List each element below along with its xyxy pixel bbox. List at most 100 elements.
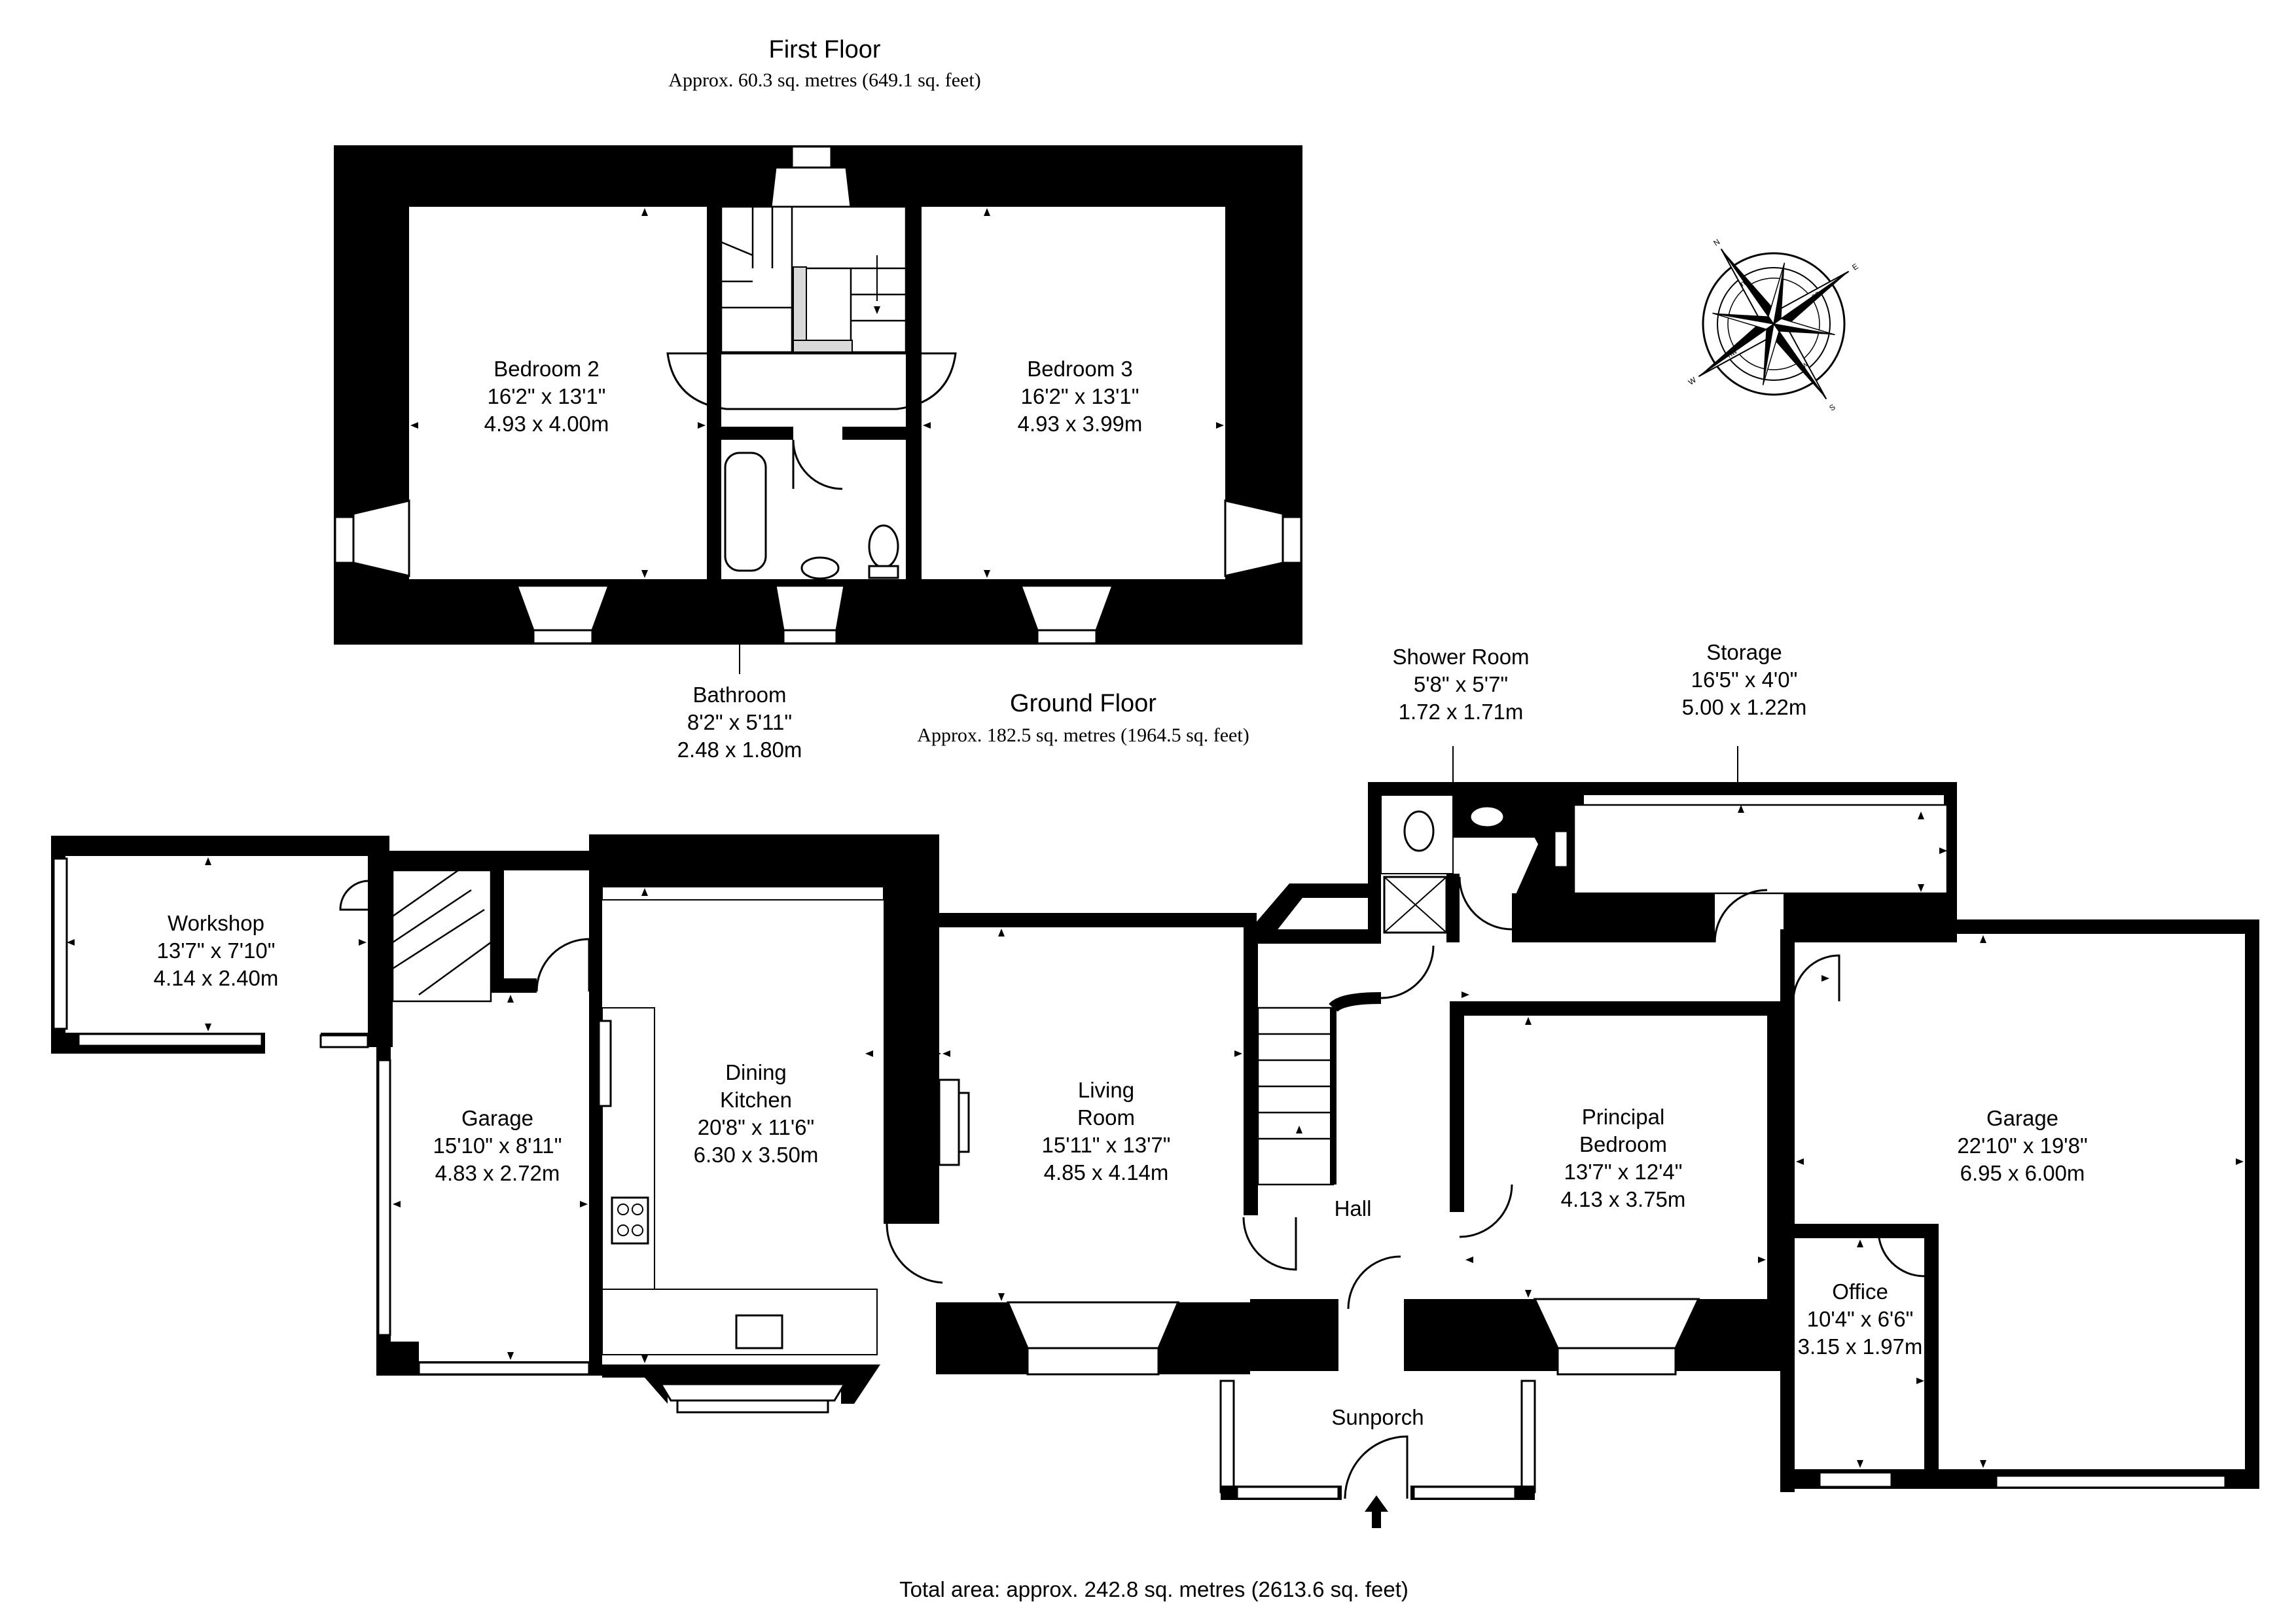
svg-text:1.72 x 1.71m: 1.72 x 1.71m <box>1399 700 1524 724</box>
svg-text:22'10" x 19'8": 22'10" x 19'8" <box>1957 1133 2087 1158</box>
storage-chimney <box>1512 795 1584 903</box>
office-right-wall <box>1924 1224 1939 1486</box>
room-label-hall: Hall <box>1335 1196 1372 1221</box>
svg-text:5.00 x 1.22m: 5.00 x 1.22m <box>1682 695 1807 719</box>
svg-text:3.15 x 1.97m: 3.15 x 1.97m <box>1798 1334 1923 1359</box>
bathroom-door-swing <box>792 439 843 490</box>
svg-text:8'2" x 5'11": 8'2" x 5'11" <box>687 710 792 734</box>
hall-door-swing <box>1380 945 1435 999</box>
office-top-wall <box>1795 1224 1935 1238</box>
entrance-arrow-icon <box>1365 1495 1388 1512</box>
svg-text:15'11" x 13'7": 15'11" x 13'7" <box>1042 1133 1171 1157</box>
stair-tread <box>392 869 459 918</box>
office-door-swing <box>1877 1230 1925 1277</box>
hall-upper-wall <box>1250 883 1381 944</box>
room-label-garage-west: Garage 15'10" x 8'11" 4.83 x 2.72m <box>433 1106 562 1185</box>
principal-bedroom-left-wall <box>1450 1016 1464 1212</box>
storage-front-wall-right <box>1784 893 1957 942</box>
svg-text:Bathroom: Bathroom <box>692 683 786 707</box>
stair-balustrade <box>793 266 807 353</box>
garage-west-stairs <box>391 869 492 1003</box>
svg-text:6.30 x 3.50m: 6.30 x 3.50m <box>694 1143 819 1167</box>
dim-arrow <box>984 570 990 578</box>
stair-tread <box>392 889 472 944</box>
svg-text:2.48 x 1.80m: 2.48 x 1.80m <box>677 738 802 762</box>
svg-text:20'8" x 11'6": 20'8" x 11'6" <box>698 1115 815 1139</box>
shower-room-partition <box>1446 874 1460 942</box>
room-label-bathroom: Bathroom 8'2" x 5'11" 2.48 x 1.80m <box>677 683 802 762</box>
ground-dimension-arrows <box>67 805 2244 1468</box>
dim-arrow <box>984 208 990 216</box>
kitchen-bay-wall <box>655 1364 851 1384</box>
dim-arrow <box>410 422 418 429</box>
svg-text:4.93 x 4.00m: 4.93 x 4.00m <box>484 412 609 436</box>
hall-front-wall-right <box>1404 1299 1450 1371</box>
kitchen-bay-window <box>659 1383 846 1402</box>
svg-text:6.95 x 6.00m: 6.95 x 6.00m <box>1960 1161 2085 1185</box>
workshop-door-swing <box>339 880 368 911</box>
landing <box>666 352 957 410</box>
svg-text:Hall: Hall <box>1335 1196 1372 1221</box>
kitchen-door-swing <box>886 1223 943 1284</box>
principal-bedroom-window-splay <box>1533 1298 1700 1349</box>
sunporch-left-window <box>1219 1380 1235 1493</box>
svg-text:Bedroom 2: Bedroom 2 <box>493 357 599 381</box>
dim-arrow <box>641 208 648 216</box>
svg-text:Office: Office <box>1832 1279 1888 1304</box>
principal-bedroom-top-wall <box>1450 1001 1780 1016</box>
principal-bedroom-window <box>1556 1347 1677 1376</box>
svg-text:Principal: Principal <box>1582 1105 1665 1129</box>
svg-text:Storage: Storage <box>1706 640 1782 664</box>
bedroom-2-front-window <box>515 584 611 632</box>
svg-text:16'5" x 4'0": 16'5" x 4'0" <box>1691 668 1798 692</box>
hall-front-wall-left <box>1250 1299 1338 1371</box>
hall-top-wall <box>1250 929 1381 944</box>
sink-icon <box>735 1314 783 1349</box>
stair-tread <box>418 941 492 996</box>
room-label-workshop: Workshop 13'7" x 7'10" 4.14 x 2.40m <box>154 911 279 990</box>
bathroom-window-sill <box>782 629 838 645</box>
first-floor-area: Approx. 60.3 sq. metres (649.1 sq. feet) <box>668 69 980 91</box>
sunporch-door-opening <box>1342 1486 1410 1500</box>
svg-text:13'7" x 12'4": 13'7" x 12'4" <box>1564 1160 1683 1184</box>
bathroom-door-opening <box>793 425 842 441</box>
bathroom-window <box>774 584 846 632</box>
storage-vent <box>1553 830 1569 868</box>
storage-front-wall-left <box>1512 893 1715 942</box>
dim-arrow <box>923 422 931 429</box>
room-label-sunporch: Sunporch <box>1331 1405 1424 1429</box>
toilet-icon <box>868 524 899 569</box>
bedroom-2-window-frame <box>334 516 355 564</box>
sunporch-door-swing <box>1344 1435 1408 1499</box>
first-floor-plan: Bedroom 2 16'2" x 13'1" 4.93 x 4.00m Bed… <box>334 145 1302 762</box>
workshop-door-window <box>319 1034 369 1048</box>
garage-east-side-door <box>1792 954 1840 1002</box>
workshop-front-window <box>77 1033 263 1047</box>
stair-skylight-frame <box>791 145 833 169</box>
svg-text:Workshop: Workshop <box>168 911 264 935</box>
svg-text:W: W <box>1687 375 1698 387</box>
ground-floor-title: Ground Floor <box>1010 690 1157 717</box>
svg-text:4.85 x 4.14m: 4.85 x 4.14m <box>1044 1160 1169 1185</box>
svg-text:13'7" x 7'10": 13'7" x 7'10" <box>157 938 276 963</box>
bedroom-3-front-window <box>1019 584 1115 632</box>
room-label-garage-east: Garage 22'10" x 19'8" 6.95 x 6.00m <box>1957 1106 2087 1185</box>
svg-text:Bedroom 3: Bedroom 3 <box>1027 357 1132 381</box>
garage-west-door <box>418 1361 590 1376</box>
office-window <box>1818 1471 1893 1488</box>
first-floor-walls <box>334 145 1302 645</box>
living-room-right-wall <box>1244 927 1258 1215</box>
sunporch-right-window <box>1520 1380 1536 1493</box>
svg-text:16'2" x 13'1": 16'2" x 13'1" <box>1021 384 1139 408</box>
room-label-bedroom-2: Bedroom 2 16'2" x 13'1" 4.93 x 4.00m <box>484 357 609 436</box>
sunporch-front-window-right <box>1412 1486 1516 1500</box>
svg-text:Kitchen: Kitchen <box>720 1088 792 1112</box>
garage-east-left-wall <box>1780 929 1795 1492</box>
stair-skylight <box>770 166 852 208</box>
ground-floor-plan: Shower Room 5'8" x 5'7" 1.72 x 1.71m Sto… <box>51 640 2259 1528</box>
garage-east-top-wall <box>1793 919 2258 934</box>
garage-west-partition <box>491 851 504 982</box>
room-label-storage: Storage 16'5" x 4'0" 5.00 x 1.22m <box>1682 640 1807 719</box>
kitchen-bay-sill <box>676 1399 829 1414</box>
svg-text:10'4" x 6'6": 10'4" x 6'6" <box>1807 1307 1914 1331</box>
